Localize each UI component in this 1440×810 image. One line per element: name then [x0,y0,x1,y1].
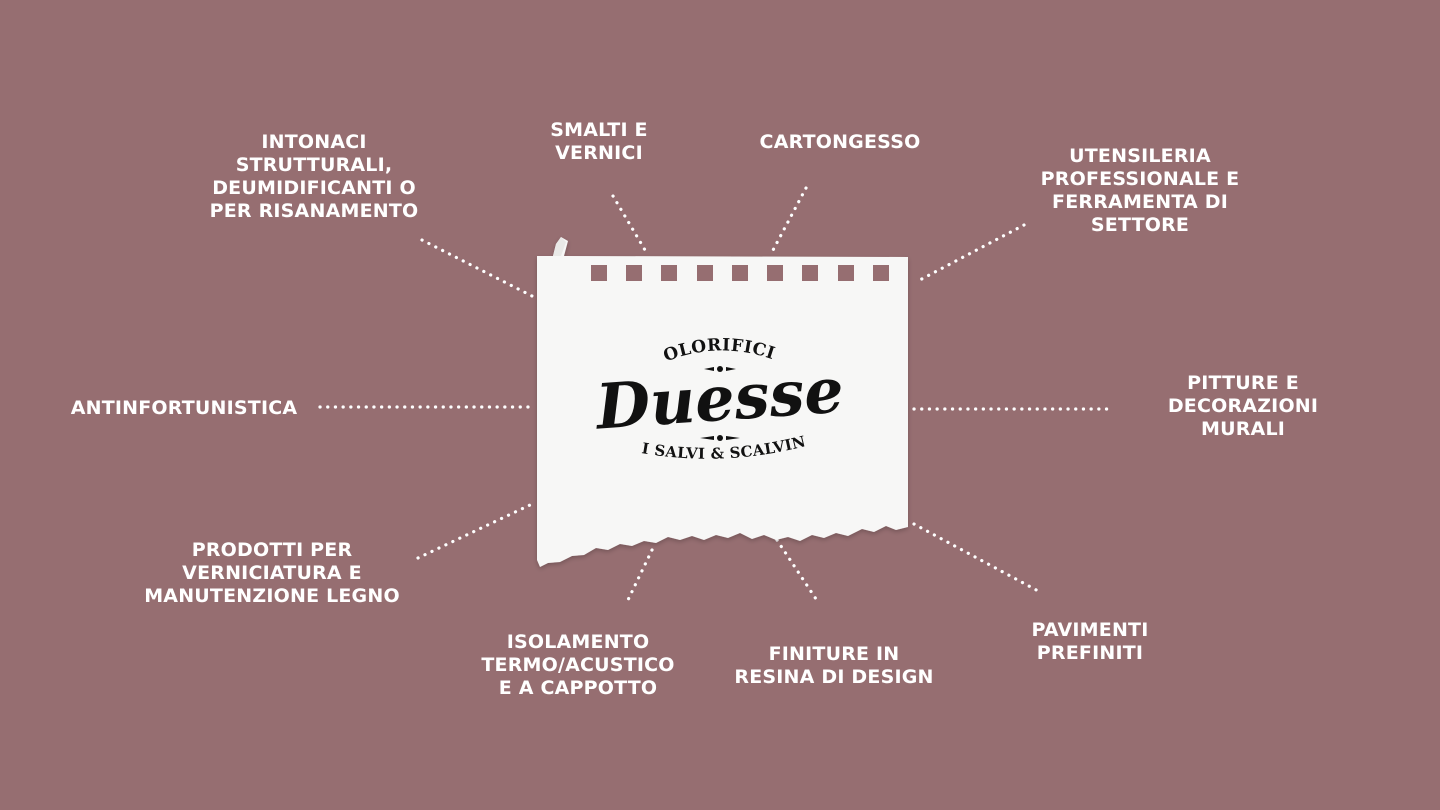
category-cartongesso: CARTONGESSO [759,131,921,153]
paper-holes [591,265,889,281]
connector-smalti [611,194,647,252]
category-isolamento: ISOLAMENTO TERMO/ACUSTICO E A CAPPOTTO [481,631,675,699]
category-pavimenti: PAVIMENTI PREFINITI [1031,619,1149,664]
connector-cartongesso [770,186,808,254]
category-smalti: SMALTI E VERNICI [550,119,648,164]
paper-torn-corner [553,237,566,256]
category-intonaci: INTONACI STRUTTURALI, DEUMIDIFICANTI O P… [209,131,419,222]
connector-utensileria [914,223,1026,284]
logo-ornament-top [704,366,736,372]
connector-intonaci [420,238,534,298]
logo-ornament-bottom [700,435,740,441]
paper-sheet [537,237,908,567]
connector-pavimenti [912,522,1042,594]
connector-finiture [775,538,820,604]
category-antinfortunistica: ANTINFORTUNISTICA [70,397,298,419]
category-pitture: PITTURE E DECORAZIONI MURALI [1167,372,1319,440]
category-utensileria: UTENSILERIA PROFESSIONALE E FERRAMENTA D… [1040,145,1240,236]
category-prodotti-legno: PRODOTTI PER VERNICIATURA E MANUTENZIONE… [144,539,400,607]
logo-main-text: Duesse [592,353,846,443]
connector-prodotti-legno [416,503,532,560]
category-finiture: FINITURE IN RESINA DI DESIGN [734,643,934,688]
